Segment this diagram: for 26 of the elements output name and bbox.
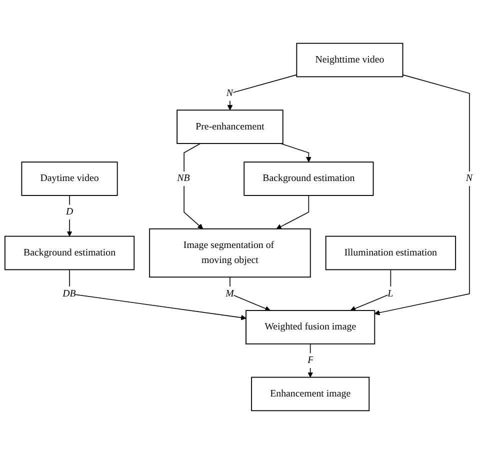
arrow xyxy=(184,143,204,230)
arrow xyxy=(374,74,470,316)
arrow xyxy=(276,195,310,230)
arrow xyxy=(230,276,270,312)
arrow xyxy=(69,269,246,320)
edge-label: L xyxy=(388,288,394,299)
arrow xyxy=(227,74,298,110)
node-box: Neighttime video xyxy=(296,42,404,78)
arrow xyxy=(350,269,392,312)
node-box: Image segmentation of moving object xyxy=(149,228,311,278)
node-box: Illumination estimation xyxy=(325,236,456,270)
node-box: Weighted fusion image xyxy=(246,310,376,344)
node-box: Background estimation xyxy=(4,236,135,270)
edge-label: M xyxy=(226,288,234,299)
node-box: Daytime video xyxy=(21,162,118,196)
edge-label: D xyxy=(66,206,74,218)
arrow xyxy=(280,143,312,162)
node-box: Pre-enhancement xyxy=(176,110,284,144)
edge-label: N xyxy=(466,173,472,184)
arrow xyxy=(308,343,314,378)
edge-label: NB xyxy=(177,173,190,184)
arrow xyxy=(66,195,72,237)
edge-label: DB xyxy=(62,288,76,299)
node-box: Enhancement image xyxy=(251,376,370,412)
node-box: Background estimation xyxy=(244,162,374,196)
edge-label: N xyxy=(226,88,233,98)
